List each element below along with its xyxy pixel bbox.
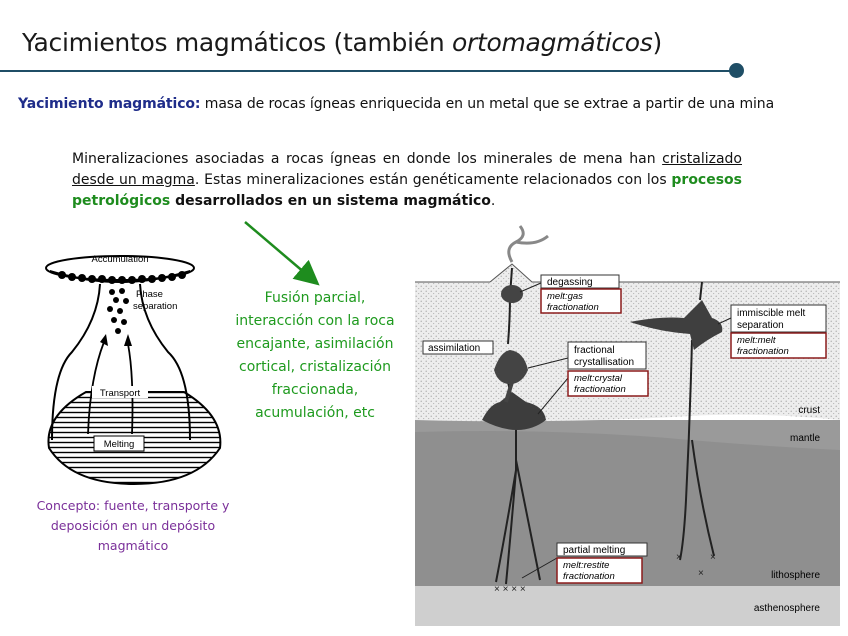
label-assimilation: assimilation bbox=[428, 343, 480, 354]
label-transport: Transport bbox=[100, 388, 141, 399]
label-lithosphere: lithosphere bbox=[771, 570, 820, 581]
svg-text:× × × ×: × × × × bbox=[494, 584, 526, 595]
label-melting: Melting bbox=[104, 439, 135, 450]
phase-separation-dots bbox=[107, 288, 129, 334]
label-degassing-sub-1: melt:gas bbox=[547, 291, 583, 302]
concept-note: Concepto: fuente, transporte y deposició… bbox=[22, 496, 244, 556]
label-mantle: mantle bbox=[790, 433, 820, 444]
svg-text:×: × bbox=[676, 552, 682, 563]
label-partial: partial melting bbox=[563, 545, 625, 556]
label-degassing: degassing bbox=[547, 277, 593, 288]
label-phase-1: Phase bbox=[136, 289, 163, 300]
processes-note: Fusión parcial, interacción con la roca … bbox=[226, 287, 404, 425]
geology-diagram: × × × × × × × degassing melt:gas fractio… bbox=[415, 226, 840, 626]
label-partial-sub-2: fractionation bbox=[563, 571, 615, 582]
volcano-plume bbox=[509, 226, 548, 262]
label-immiscible-sub-2: fractionation bbox=[737, 346, 789, 357]
label-asthenosphere: asthenosphere bbox=[754, 603, 821, 614]
label-phase-2: separation bbox=[133, 301, 177, 312]
label-immiscible-1: immiscible melt bbox=[737, 308, 806, 319]
label-fractional-1: fractional bbox=[574, 345, 615, 356]
svg-text:×: × bbox=[698, 568, 704, 579]
label-crust: crust bbox=[798, 405, 820, 416]
label-fractional-2: crystallisation bbox=[574, 357, 634, 368]
green-arrow bbox=[245, 222, 312, 279]
label-immiscible-sub-1: melt:melt bbox=[737, 335, 776, 346]
label-degassing-sub-2: fractionation bbox=[547, 302, 599, 313]
svg-text:×: × bbox=[710, 552, 716, 563]
label-fractional-sub-1: melt:crystal bbox=[574, 373, 623, 384]
left-diagram: Accumulation Phase separation Transport … bbox=[46, 254, 220, 484]
label-fractional-sub-2: fractionation bbox=[574, 384, 626, 395]
label-immiscible-2: separation bbox=[737, 320, 784, 331]
label-accumulation: Accumulation bbox=[91, 254, 148, 265]
magma-body-degassing bbox=[501, 285, 523, 303]
label-partial-sub-1: melt:restite bbox=[563, 560, 609, 571]
